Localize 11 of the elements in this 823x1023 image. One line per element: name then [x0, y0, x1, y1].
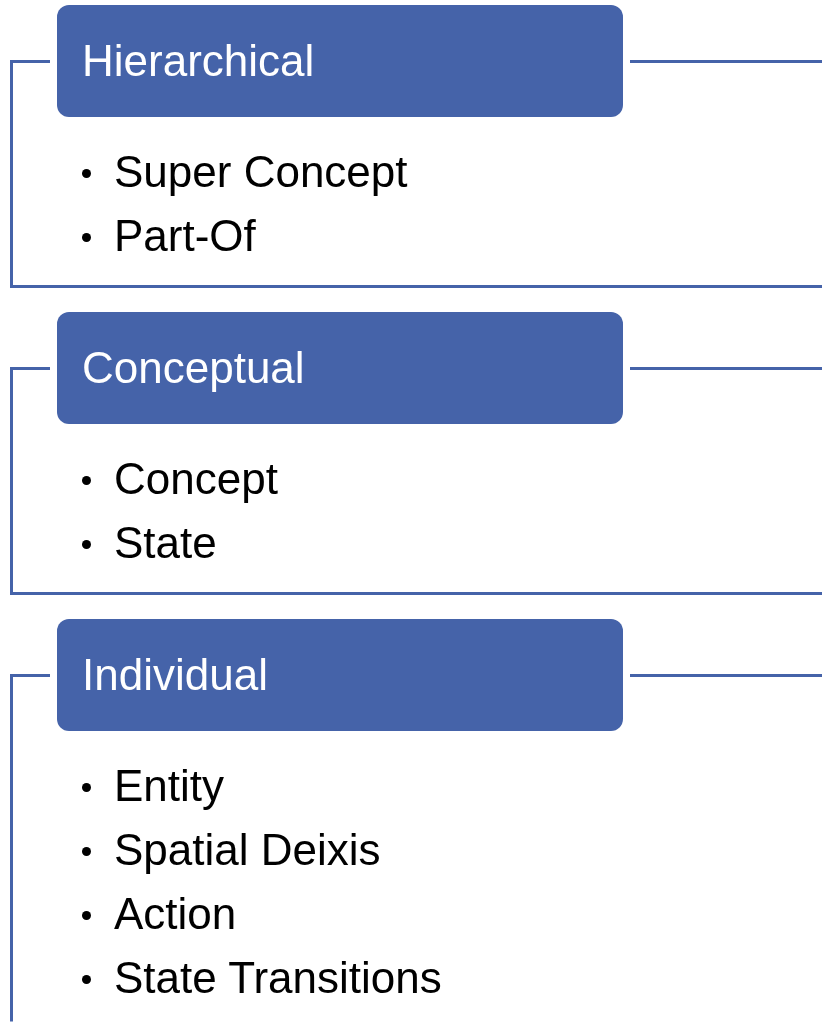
list-item: Entity: [114, 761, 225, 810]
list-item: State: [114, 518, 217, 567]
header-box: Hierarchical: [57, 5, 623, 117]
list-item: Part-Of: [114, 211, 256, 260]
list-item: Super Concept: [114, 147, 408, 196]
list-item: Concept: [114, 454, 278, 503]
list-item: Spatial Deixis: [114, 825, 381, 874]
list-item: State Transitions: [114, 953, 442, 1002]
header-box: Conceptual: [57, 312, 623, 424]
list-item: Action: [114, 889, 237, 938]
header-box: Individual: [57, 619, 623, 731]
